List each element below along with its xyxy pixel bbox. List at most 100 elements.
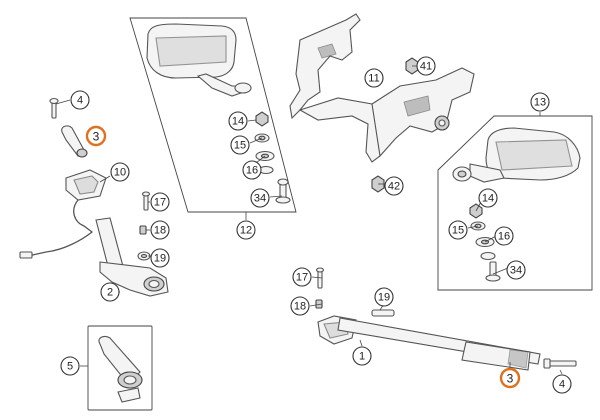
callout-number: 14 [482,193,494,205]
callout-15: 15 [230,135,250,155]
callout-number: 17 [154,197,166,209]
callout-number: 34 [254,193,266,205]
callout-12: 12 [236,220,256,240]
right-mirror-hardware [469,203,501,282]
callout-circle [236,220,256,240]
callout-circle [499,367,521,389]
handlebar-tube-part [317,315,541,371]
callout-number: 16 [246,165,258,177]
callout-11: 11 [364,68,384,88]
grip-box-frame [87,325,153,411]
callout-circle [290,296,310,316]
callout-16: 16 [242,160,262,180]
callout-circle [384,176,404,196]
mirror-group-frame-left [129,17,297,213]
callout-circle [85,125,107,147]
callout-number: 3 [507,372,514,386]
callout-4: 4 [70,90,90,110]
callout-number: 2 [107,287,113,299]
handlebar-switch-part [19,169,107,259]
callout-number: 1 [359,351,365,363]
left-mirror-part [146,23,252,97]
callout-17: 17 [150,192,170,212]
callout-circle [242,160,262,180]
leader-lines [55,65,563,375]
callout-13: 13 [530,92,550,112]
callout-34: 34 [506,260,526,280]
callout-18: 18 [150,220,170,240]
callout-circle [70,90,90,110]
callout-15: 15 [448,220,468,240]
bar-end-bolt-right [543,358,577,369]
callout-number: 18 [294,301,306,313]
callout-number: 15 [234,140,246,152]
callout-19: 19 [150,248,170,268]
mirror-bracket-part [289,13,475,163]
callout-circle [60,356,80,376]
callout-number: 17 [296,272,308,284]
callout-circle [110,162,130,182]
callout-2: 2 [100,282,120,302]
callout-circle [292,267,312,287]
callout-circle [250,188,270,208]
callout-circle [364,68,384,88]
callout-3: 3 [499,367,521,389]
callout-number: 14 [232,116,244,128]
callout-16: 16 [494,226,514,246]
callout-circle [150,220,170,240]
callout-number: 34 [510,265,522,277]
grip-part [98,335,143,403]
callout-14: 14 [478,188,498,208]
callout-circle [552,374,572,394]
callout-number: 16 [498,231,510,243]
callout-14: 14 [228,111,248,131]
callout-circle [416,56,436,76]
callout-layer: 1233445101112131414151516161717181819193… [60,56,572,394]
callout-number: 18 [154,225,166,237]
callout-number: 42 [388,181,400,193]
mirror-group-frame-right [437,115,593,291]
callout-number: 19 [154,253,166,265]
callout-number: 4 [77,95,83,107]
callout-number: 4 [559,379,565,391]
callout-number: 19 [378,292,390,304]
callout-number: 15 [452,225,464,237]
callout-circle [100,282,120,302]
callout-19: 19 [374,287,394,307]
callout-10: 10 [110,162,130,182]
callout-1: 1 [352,346,372,366]
callout-circle [506,260,526,280]
callout-circle [150,248,170,268]
callout-42: 42 [384,176,404,196]
callout-number: 5 [67,361,73,373]
bar-end-weight-left [61,125,88,158]
callout-number: 41 [420,61,432,73]
right-small-screws [315,267,395,317]
callout-4: 4 [552,374,572,394]
callout-circle [352,346,372,366]
callout-circle [230,135,250,155]
callout-circle [228,111,248,131]
callout-number: 13 [534,97,546,109]
bar-end-bolt-left [49,97,59,119]
callout-number: 12 [240,225,252,237]
callout-number: 10 [114,167,126,179]
throttle-tube-part [95,217,169,297]
callout-circle [448,220,468,240]
right-mirror-part [452,127,581,183]
callout-circle [478,188,498,208]
callout-circle [374,287,394,307]
callout-circle [530,92,550,112]
callout-circle [494,226,514,246]
callout-number: 11 [368,73,379,85]
callout-circle [150,192,170,212]
callout-number: 3 [93,130,100,144]
callout-5: 5 [60,356,80,376]
callout-18: 18 [290,296,310,316]
callout-34: 34 [250,188,270,208]
callout-17: 17 [292,267,312,287]
callout-3: 3 [85,125,107,147]
callout-41: 41 [416,56,436,76]
